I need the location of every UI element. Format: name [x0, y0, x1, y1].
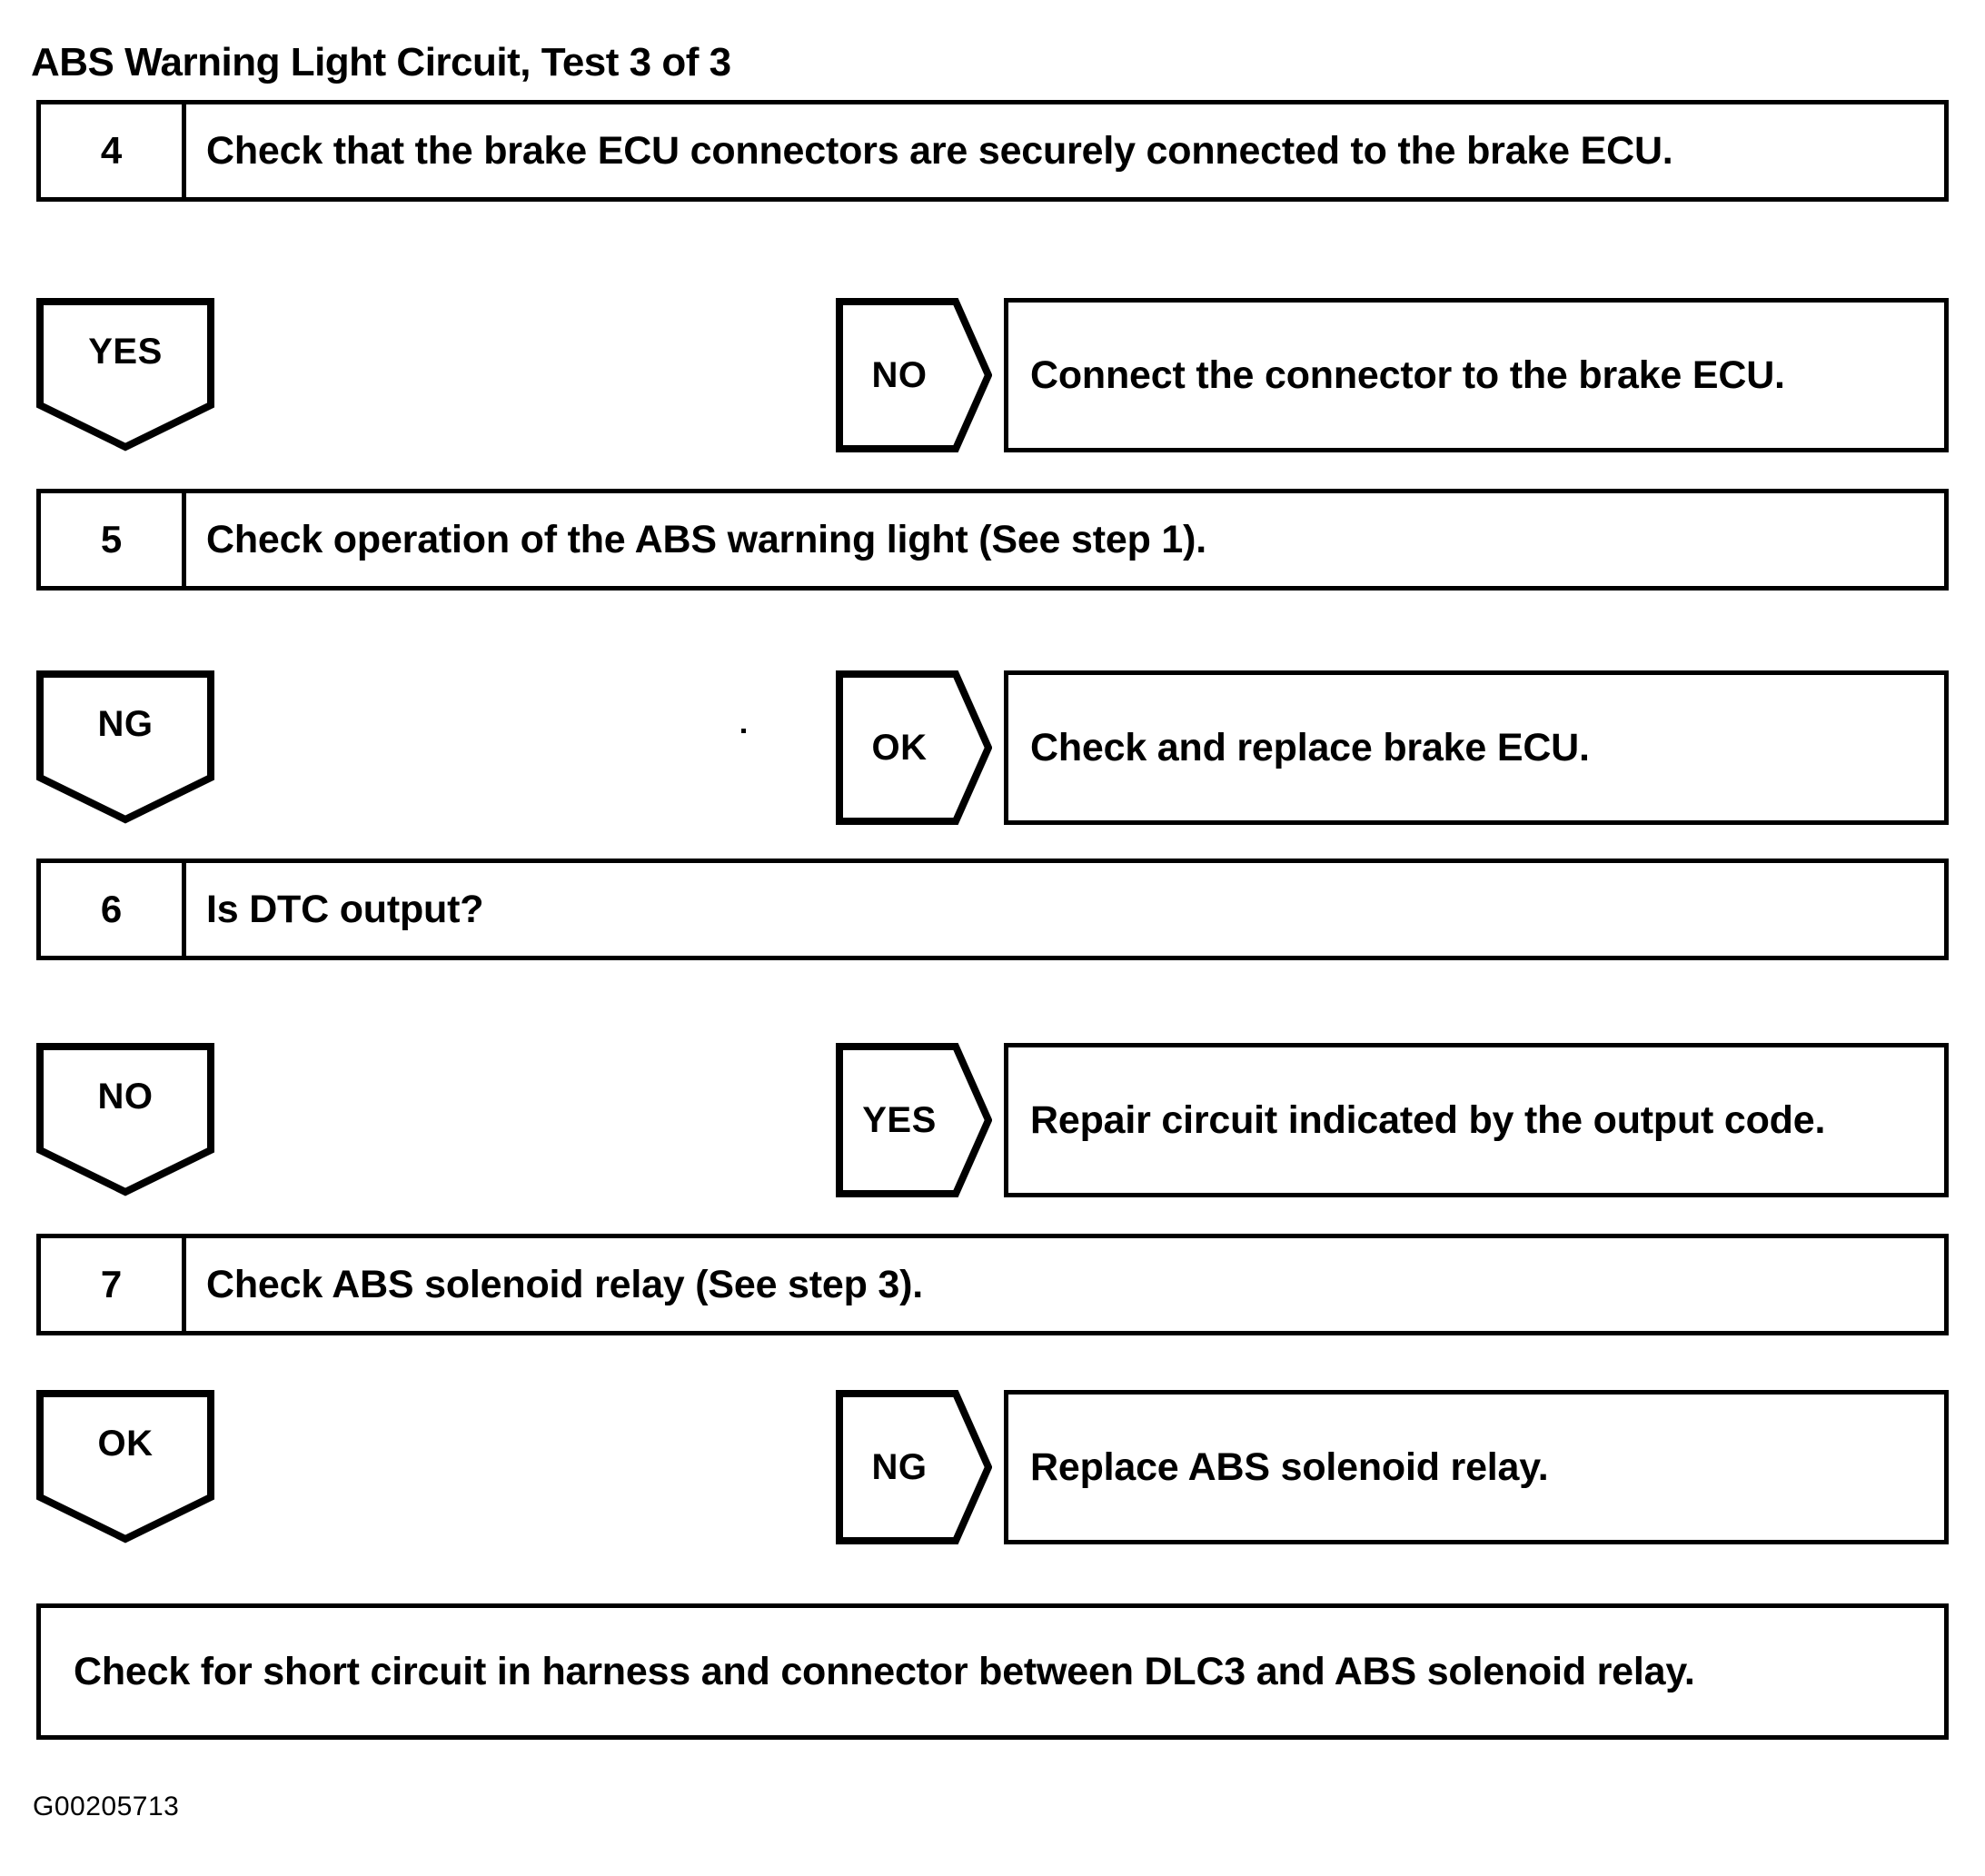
step-box: 5 Check operation of the ABS warning lig…: [36, 489, 1949, 591]
continue-flag-label: NO: [97, 1076, 154, 1117]
page-title: ABS Warning Light Circuit, Test 3 of 3: [31, 40, 731, 84]
branch-arrow-label: NG: [871, 1446, 928, 1487]
branch-arrow: NO: [836, 298, 992, 452]
continue-flag: NO: [36, 1043, 214, 1197]
branch-arrow: YES: [836, 1043, 992, 1197]
continue-flag: OK: [36, 1390, 214, 1544]
branch-arrow-label: NO: [871, 354, 928, 395]
branch-arrow-label: YES: [862, 1099, 937, 1140]
decision-row: NG OK Check and replace brake ECU.: [0, 670, 1985, 825]
terminal-box: Check for short circuit in harness and c…: [36, 1603, 1949, 1740]
step-number: 4: [41, 104, 186, 197]
branch-arrow: NG: [836, 1390, 992, 1544]
decision-row: NO YES Repair circuit indicated by the o…: [0, 1043, 1985, 1197]
continue-flag-label: OK: [97, 1423, 154, 1464]
step-number: 7: [41, 1238, 186, 1331]
branch-result-box: Check and replace brake ECU.: [1004, 670, 1949, 825]
continue-flag: NG: [36, 670, 214, 825]
decision-row: YES NO Connect the connector to the brak…: [0, 298, 1985, 452]
step-text: Check ABS solenoid relay (See step 3).: [206, 1262, 923, 1306]
branch-arrow-label: OK: [871, 727, 928, 768]
step-box: 6 Is DTC output?: [36, 859, 1949, 960]
branch-result-box: Repair circuit indicated by the output c…: [1004, 1043, 1949, 1197]
continue-flag: YES: [36, 298, 214, 452]
figure-code: G00205713: [33, 1792, 180, 1821]
branch-result-box: Connect the connector to the brake ECU.: [1004, 298, 1949, 452]
step-box: 7 Check ABS solenoid relay (See step 3).: [36, 1234, 1949, 1335]
decision-row: OK NG Replace ABS solenoid relay.: [0, 1390, 1985, 1544]
branch-result-box: Replace ABS solenoid relay.: [1004, 1390, 1949, 1544]
continue-flag-label: NG: [97, 703, 154, 744]
scan-speck: [741, 729, 746, 733]
step-number: 5: [41, 493, 186, 586]
step-text: Check that the brake ECU connectors are …: [206, 128, 1673, 173]
branch-arrow: OK: [836, 670, 992, 825]
step-text: Check operation of the ABS warning light…: [206, 517, 1206, 561]
continue-flag-label: YES: [88, 331, 163, 372]
step-box: 4 Check that the brake ECU connectors ar…: [36, 100, 1949, 202]
step-text: Is DTC output?: [206, 887, 484, 931]
step-number: 6: [41, 863, 186, 956]
